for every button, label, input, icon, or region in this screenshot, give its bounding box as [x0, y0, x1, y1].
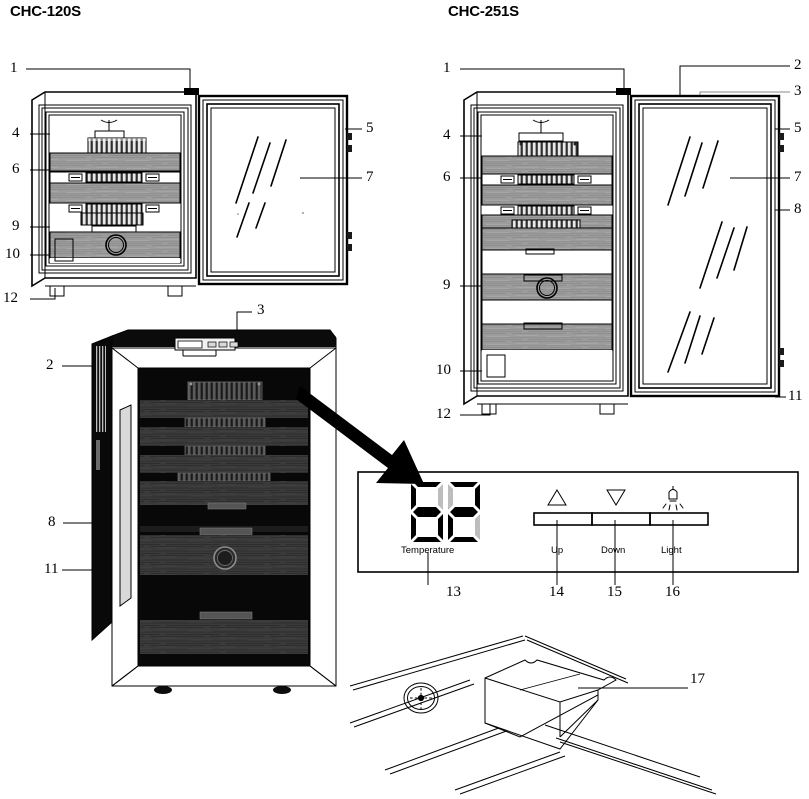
callout-number: 9 [443, 277, 451, 293]
callout-number: 14 [549, 584, 564, 600]
chc-120s-glass-door [197, 94, 352, 286]
light-button-label[interactable]: Light [661, 545, 682, 556]
chc-251s-hinge-block [616, 88, 631, 95]
control-panel-detail [357, 471, 799, 585]
up-button-label[interactable]: Up [551, 545, 564, 556]
callout-number: 4 [12, 125, 20, 141]
callout-number: 11 [44, 561, 59, 577]
model-title-chc-251s: CHC-251S [448, 3, 519, 20]
chc-120s-hinge-block [184, 88, 199, 95]
triangle-down-outline-icon-shape [606, 489, 626, 506]
callout-number: 6 [443, 169, 451, 185]
callout-number: 5 [366, 120, 374, 136]
callout-number: 10 [5, 246, 20, 262]
callout-number: 4 [443, 127, 451, 143]
seven-segment-digit-2 [448, 482, 480, 542]
callout-number: 3 [257, 302, 265, 318]
cabinet-3d-foot-left [154, 686, 172, 694]
triangle-up-outline-icon-shape [547, 489, 567, 506]
chc-251s-cabinet-body [463, 91, 629, 406]
cabinet-3d-leaders [62, 311, 252, 571]
cabinet-3d-view [62, 311, 337, 694]
zoom-callout-arrow [296, 386, 424, 484]
callout-number: 9 [12, 218, 20, 234]
callout-number: 3 [794, 83, 802, 99]
chc-251s-glass-door [629, 94, 784, 398]
callout-number: 7 [794, 169, 802, 185]
callout-number: 13 [446, 584, 461, 600]
cabinet-3d-door-handle [119, 404, 132, 607]
cabinet-3d-front-glass [137, 367, 311, 667]
callout-number: 1 [10, 60, 18, 76]
callout-number: 10 [436, 362, 451, 378]
down-button-shape [591, 512, 651, 526]
callout-number: 2 [46, 357, 54, 373]
up-button-shape [533, 512, 593, 526]
down-button-label[interactable]: Down [601, 545, 626, 556]
callout-number: 6 [12, 161, 20, 177]
callout-number: 8 [794, 201, 802, 217]
chc-120s-interior [49, 116, 181, 263]
callout-number: 16 [665, 584, 680, 600]
callout-number: 7 [366, 169, 374, 185]
callout-number: 12 [436, 406, 451, 422]
chc-120s-feet [45, 285, 196, 297]
light-button-shape [649, 512, 709, 526]
callout-number: 5 [794, 120, 802, 136]
callout-number: 15 [607, 584, 622, 600]
water-tray-box [484, 659, 617, 750]
cabinet-3d-foot-right [273, 686, 291, 694]
cabinet-3d-side-panel [92, 336, 112, 640]
chc-251s-interior [481, 116, 613, 380]
seven-segment-display [411, 482, 480, 542]
drip-tray-detail [348, 635, 790, 795]
callout-number: 12 [3, 290, 18, 306]
callout-number: 17 [690, 671, 705, 687]
chc-251s-leaders [460, 65, 790, 416]
chc-120s-figure [26, 68, 362, 300]
cabinet-3d-top [112, 330, 336, 347]
chc-251s-feet [477, 403, 628, 415]
chc-251s-figure [460, 65, 790, 416]
callout-number: 8 [48, 514, 56, 530]
model-title-chc-120s: CHC-120S [10, 3, 81, 20]
temperature-display-label: Temperature [401, 545, 455, 556]
chc-120s-cabinet-body [31, 91, 197, 288]
chc-120s-leaders [26, 68, 362, 300]
callout-number: 2 [794, 57, 802, 73]
light-bulb-icon-shape [662, 486, 684, 511]
seven-segment-digit-1 [411, 482, 443, 542]
callout-number: 11 [788, 388, 803, 404]
callout-number: 1 [443, 60, 451, 76]
